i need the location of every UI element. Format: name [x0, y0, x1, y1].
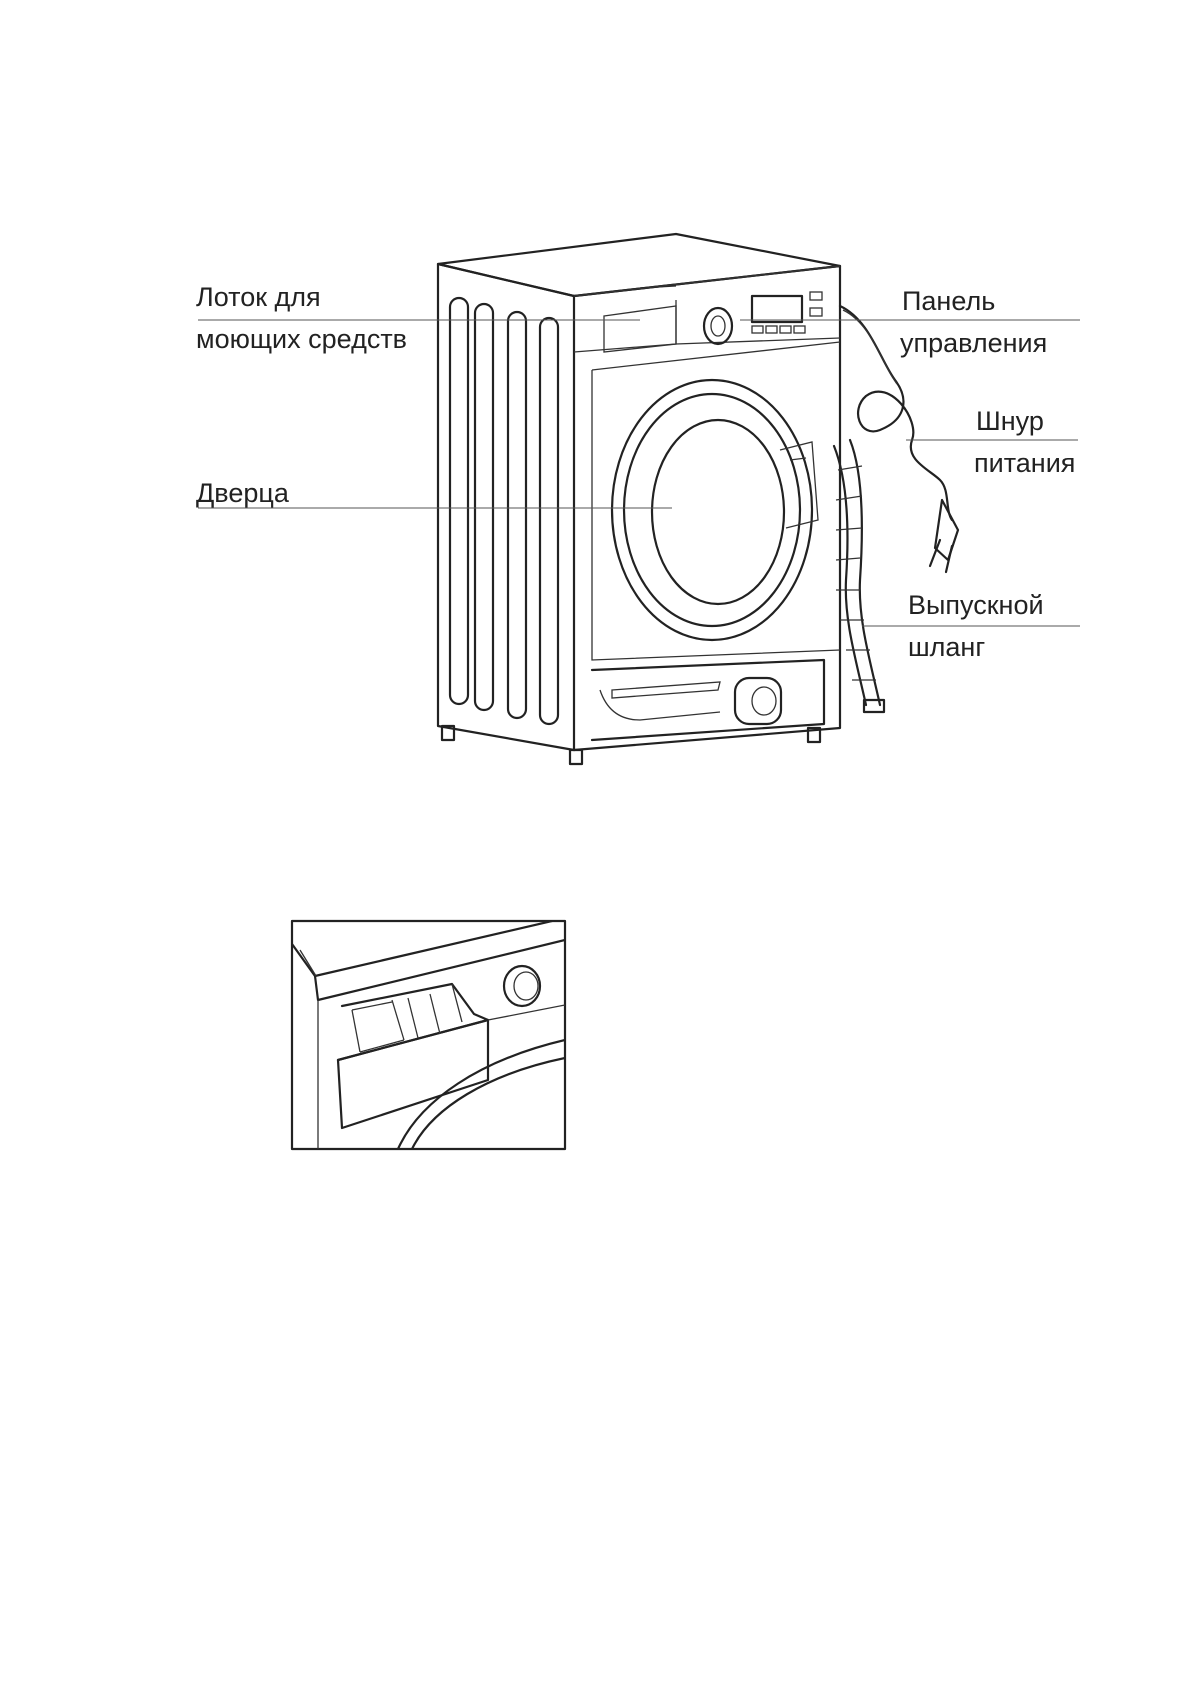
- label-door: Дверца: [196, 478, 290, 508]
- label-detergent-tray-1: Лоток для: [196, 282, 321, 312]
- label-power-cord-2: питания: [974, 448, 1075, 478]
- detergent-drawer: [603, 305, 677, 353]
- label-power-cord-1: Шнур: [976, 406, 1044, 436]
- detergent-drawer-detail: [290, 919, 567, 1151]
- label-detergent-tray-2: моющих средств: [196, 324, 407, 354]
- feet: [440, 724, 822, 766]
- label-control-panel-1: Панель: [902, 286, 995, 316]
- power-cord: [838, 304, 960, 574]
- label-drain-hose-1: Выпускной: [908, 590, 1044, 620]
- drain-hose: [832, 438, 886, 714]
- label-drain-hose-2: шланг: [908, 632, 985, 662]
- label-control-panel-2: управления: [900, 328, 1047, 358]
- filter-cover: [599, 676, 783, 726]
- side-ribs: [448, 296, 560, 726]
- control-panel: [702, 291, 823, 346]
- door: [610, 378, 819, 642]
- washing-machine-illustration: [436, 232, 842, 766]
